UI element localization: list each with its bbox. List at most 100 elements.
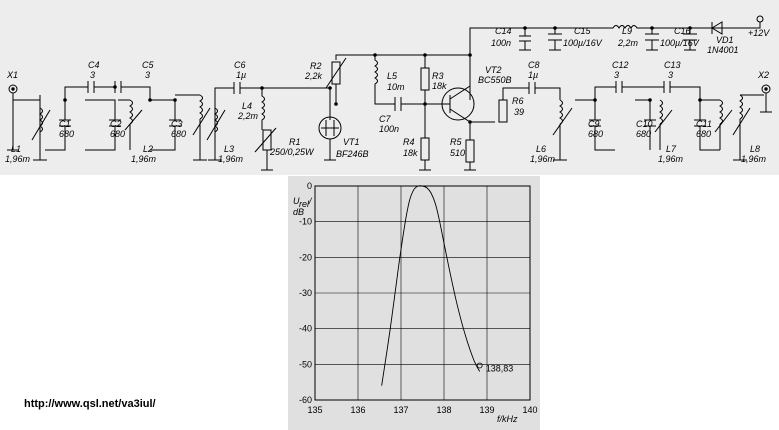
y-tick-label: -10 — [299, 217, 312, 227]
label-r1-name: R1 — [289, 137, 301, 147]
y-tick-label: -50 — [299, 359, 312, 369]
y-axis-label-sub: rel — [299, 199, 310, 209]
label-c2-value: 680 — [110, 129, 125, 139]
label-r3-name: R3 — [432, 71, 444, 81]
label-l4-value: 2,2m — [237, 111, 259, 121]
y-tick-label: -20 — [299, 252, 312, 262]
label-l2-value: 1,96m — [131, 154, 157, 164]
label-c13-name: C13 — [664, 60, 681, 70]
label-c9-name: C9 — [588, 119, 600, 129]
frequency-response-chart: 135 136 137 138 139 140 0 -10 -20 -30 -40 -50 -60 13… — [288, 176, 540, 430]
label-c14-name: C14 — [495, 26, 512, 36]
label-c7-name: C7 — [379, 114, 391, 124]
y-axis-label-unit: dB — [293, 207, 304, 217]
label-l1-value: 1,96m — [5, 154, 31, 164]
label-l3-value: 1,96m — [218, 154, 244, 164]
label-l3-name: L3 — [224, 144, 234, 154]
label-c1-name: C1 — [59, 119, 71, 129]
label-r5-name: R5 — [450, 137, 462, 147]
label-vt1-name: VT1 — [343, 137, 360, 147]
y-axis-label-suffix: / — [308, 196, 313, 206]
label-c8-name: C8 — [528, 60, 540, 70]
x-tick-label: 138 — [436, 405, 451, 415]
label-c16-value: 100µ/16V — [660, 38, 700, 48]
label-l1-name: L1 — [11, 144, 21, 154]
label-l4-name: L4 — [242, 101, 252, 111]
label-c6-value: 1µ — [236, 70, 246, 80]
label-l5-value: 10m — [387, 82, 405, 92]
label-c16-name: C16 — [674, 26, 691, 36]
circuit-schematic: X1 L1 1,96m C4 3 C5 3 C1 680 C2 680 L2 1… — [0, 0, 779, 175]
y-tick-label: -60 — [299, 395, 312, 405]
x-tick-label: 137 — [393, 405, 408, 415]
label-c5-value: 3 — [145, 70, 150, 80]
label-l8-value: 1,96m — [741, 154, 767, 164]
label-l5-name: L5 — [387, 71, 398, 81]
label-c3-value: 680 — [171, 129, 186, 139]
series-line — [381, 185, 481, 386]
label-c4-name: C4 — [88, 60, 100, 70]
y-tick-label: -30 — [299, 288, 312, 298]
source-url: http://www.qsl.net/va3iul/ — [24, 398, 156, 410]
chart-ticks: 135 136 137 138 139 140 0 -10 -20 -30 -40 -50 -60 — [299, 181, 538, 415]
label-x1: X1 — [6, 70, 18, 80]
label-r4-value: 18k — [403, 148, 418, 158]
chart-svg: 135 136 137 138 139 140 0 -10 -20 -30 -40 -50 -60 13… — [293, 181, 538, 424]
x-tick-label: 136 — [350, 405, 365, 415]
label-r3-value: 18k — [432, 81, 447, 91]
label-l9-value: 2,2m — [617, 38, 639, 48]
label-l7-name: L7 — [666, 144, 677, 154]
label-r2-value: 2,2k — [304, 71, 323, 81]
chart-grid — [314, 185, 531, 401]
label-c13-value: 3 — [668, 70, 673, 80]
annotation-marker — [476, 362, 483, 369]
label-l9-name: L9 — [622, 26, 632, 36]
label-c6-name: C6 — [234, 60, 246, 70]
label-r2-name: R2 — [310, 61, 322, 71]
label-r6-value: 39 — [514, 107, 524, 117]
label-r4-name: R4 — [403, 137, 415, 147]
label-c5-name: C5 — [142, 60, 154, 70]
label-c9-value: 680 — [588, 129, 603, 139]
label-c14-value: 100n — [491, 38, 511, 48]
x-tick-label: 139 — [479, 405, 494, 415]
label-c3-name: C3 — [171, 119, 183, 129]
label-r1-value: 250/0,25W — [269, 147, 315, 157]
label-l2-name: L2 — [143, 144, 153, 154]
label-l6-name: L6 — [536, 144, 546, 154]
label-supply: +12V — [748, 28, 770, 38]
label-c11-value: 680 — [696, 129, 711, 139]
label-c10-value: 680 — [636, 129, 651, 139]
label-vt1-value: BF246B — [336, 149, 369, 159]
label-c1-value: 680 — [59, 129, 74, 139]
x-tick-label: 135 — [307, 405, 322, 415]
label-l6-value: 1,96m — [530, 154, 556, 164]
label-r6-name: R6 — [512, 96, 524, 106]
label-c7-value: 100n — [379, 124, 399, 134]
label-c12-value: 3 — [614, 70, 619, 80]
annotation-label: 138,83 — [486, 363, 514, 373]
label-vd1-name: VD1 — [716, 35, 734, 45]
label-vd1-value: 1N4001 — [707, 45, 739, 55]
schematic-drawing: X1 L1 1,96m C4 3 C5 3 C1 680 C2 680 L2 1… — [5, 15, 772, 171]
label-c8-value: 1µ — [528, 70, 538, 80]
label-c10-name: C10 — [636, 119, 653, 129]
label-vt2-value: BC550B — [478, 75, 512, 85]
label-c2-name: C2 — [110, 119, 122, 129]
y-tick-label: 0 — [307, 181, 312, 191]
label-x2: X2 — [757, 70, 769, 80]
x-tick-label: 140 — [522, 405, 537, 415]
y-axis-label-main: U — [293, 196, 300, 206]
label-c15-value: 100µ/16V — [563, 38, 603, 48]
label-vt2-name: VT2 — [485, 65, 502, 75]
label-l8-name: L8 — [750, 144, 760, 154]
label-c12-name: C12 — [612, 60, 629, 70]
label-r5-value: 510 — [450, 148, 465, 158]
label-c15-name: C15 — [574, 26, 592, 36]
label-c11-name: C11 — [696, 119, 712, 129]
y-tick-label: -40 — [299, 324, 312, 334]
label-c4-value: 3 — [90, 70, 95, 80]
label-l7-value: 1,96m — [658, 154, 684, 164]
x-axis-label: f/kHz — [497, 414, 518, 424]
